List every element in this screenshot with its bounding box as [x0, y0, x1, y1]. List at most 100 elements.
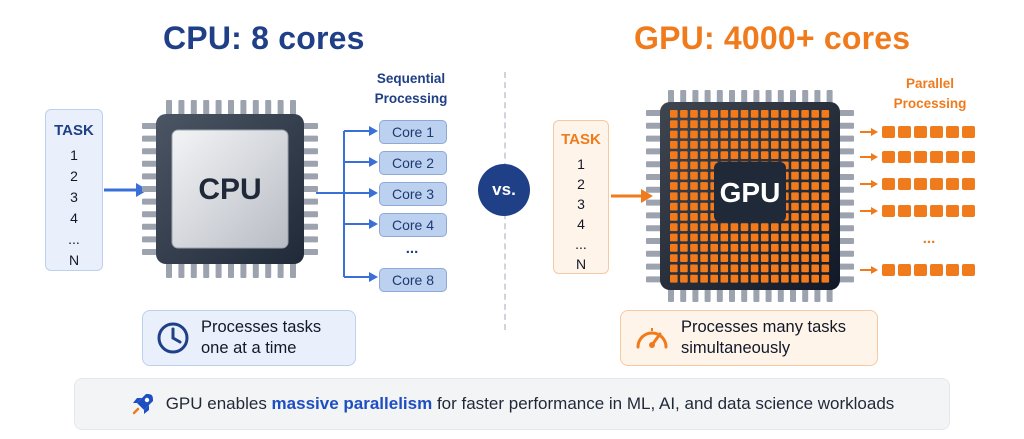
gpu-core-cell — [811, 264, 819, 273]
gpu-core-cell — [771, 243, 779, 252]
chip-pin — [668, 90, 674, 104]
gpu-core-cell — [740, 140, 749, 149]
gpu-core-cell — [781, 130, 789, 139]
gpu-core-cell — [740, 254, 749, 262]
gpu-core-cell — [670, 140, 678, 149]
gpu-core-cell — [730, 243, 739, 252]
gpu-core-cell — [811, 151, 819, 159]
parallel-core-block — [898, 264, 911, 276]
gpu-core-cell — [680, 171, 688, 180]
cpu-task-item: 2 — [70, 168, 78, 184]
gpu-core-cell — [690, 120, 698, 129]
gpu-core-cell — [740, 274, 749, 283]
cpu-task-item: 1 — [70, 147, 78, 163]
gpu-core-cell — [771, 254, 779, 262]
cpu-info-text: Processes tasks one at a time — [201, 318, 322, 357]
gpu-core-cell — [740, 223, 749, 232]
parallel-core-block — [898, 178, 911, 190]
gpu-core-cell — [791, 130, 799, 139]
gpu-core-cell — [771, 151, 779, 159]
parallel-core-block — [914, 126, 927, 138]
parallel-core-block — [946, 126, 959, 138]
chip-pin — [838, 276, 854, 283]
chip-pin — [302, 186, 318, 192]
gpu-core-cell — [670, 202, 678, 211]
gpu-task-item: 2 — [577, 176, 585, 192]
parallel-core-block — [930, 205, 943, 217]
chip-pin — [838, 186, 854, 193]
gpu-core-cell — [801, 140, 809, 149]
chip-pin — [838, 110, 854, 116]
gpu-core-cell — [781, 264, 789, 273]
gpu-core-cell — [710, 274, 718, 283]
gpu-task-item: ... — [575, 236, 587, 252]
chip-pin — [290, 262, 296, 278]
chip-pin — [252, 262, 259, 278]
parallel-core-block — [882, 151, 895, 163]
gpu-core-cell — [700, 120, 708, 129]
parallel-core-block — [914, 264, 927, 276]
gpu-core-cell — [690, 254, 698, 262]
gpu-core-cell — [670, 151, 678, 159]
chip-pin — [668, 288, 674, 302]
chip-pin — [646, 199, 662, 206]
gpu-task-item: 1 — [577, 156, 585, 172]
gpu-core-cell — [781, 254, 789, 262]
gpu-core-cell — [791, 192, 799, 201]
chip-pin — [646, 276, 662, 283]
gpu-core-cell — [700, 171, 708, 180]
parallel-core-block — [914, 151, 927, 163]
gpu-core-cell — [710, 233, 718, 242]
gpu-core-cell — [821, 274, 830, 283]
gpu-task-item: N — [575, 256, 587, 272]
chip-pin — [680, 90, 687, 104]
gpu-title: GPU: 4000+ cores — [634, 20, 911, 56]
chip-pin — [252, 100, 259, 116]
cpu-task-item: N — [68, 252, 80, 268]
rocket-icon — [132, 394, 153, 415]
gpu-core-cell — [811, 182, 819, 190]
chip-pin — [265, 262, 272, 278]
chip-pin — [302, 160, 318, 167]
gpu-core-cell — [811, 213, 819, 221]
cpu-task-item: 4 — [70, 210, 78, 226]
gpu-core-cell — [811, 171, 819, 180]
gpu-core-cell — [801, 233, 809, 242]
gpu-core-cell — [700, 202, 708, 211]
gpu-core-cell — [710, 243, 718, 252]
gpu-core-cell — [760, 151, 769, 159]
core-1: Core 1 — [379, 120, 447, 144]
gpu-core-cell — [680, 274, 688, 283]
chip-pin — [753, 288, 760, 302]
chip-pin — [290, 100, 296, 116]
cpu-processing-label: Sequential Processing — [362, 69, 460, 109]
gpu-core-cell — [720, 274, 729, 283]
chip-pin — [302, 148, 318, 155]
gpu-core-cell — [760, 264, 769, 273]
gpu-core-cell — [801, 254, 809, 262]
gpu-core-cell — [680, 202, 688, 211]
gpu-core-cell — [680, 223, 688, 232]
parallel-core-block — [962, 264, 975, 276]
gpu-core-cell — [750, 233, 759, 242]
chip-pin — [302, 236, 318, 243]
parallel-core-block — [882, 126, 895, 138]
gpu-core-cell — [781, 274, 789, 283]
gpu-core-cell — [821, 192, 830, 201]
gpu-core-cell — [791, 233, 799, 242]
gpu-core-cell — [670, 264, 678, 273]
gpu-core-cell — [811, 192, 819, 201]
gpu-core-cell — [700, 192, 708, 201]
gpu-core-cell — [690, 223, 698, 232]
gpu-core-cell — [670, 243, 678, 252]
gpu-core-cell — [781, 151, 789, 159]
gpu-core-cell — [730, 254, 739, 262]
gpu-core-cell — [750, 223, 759, 232]
gpu-core-cell — [690, 161, 698, 170]
core-8: Core 8 — [379, 268, 447, 292]
gpu-core-cell — [791, 274, 799, 283]
chip-pin — [729, 90, 735, 104]
gpu-core-cell — [680, 254, 688, 262]
chip-pin — [240, 262, 247, 278]
gpu-core-cell — [680, 243, 688, 252]
